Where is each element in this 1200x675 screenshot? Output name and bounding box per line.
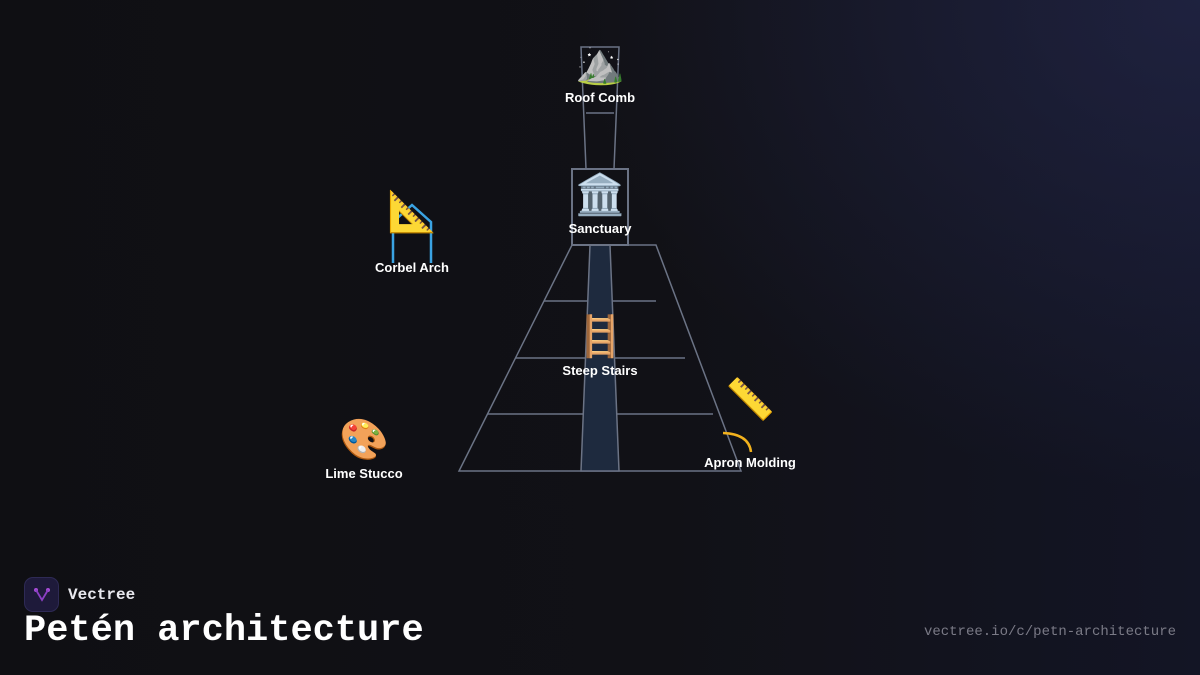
ladder-icon: 🪜 <box>575 315 625 359</box>
node-apron-molding: 📏 Apron Molding <box>704 378 796 470</box>
roof-comb-outline <box>580 46 620 170</box>
node-label: Corbel Arch <box>375 260 449 275</box>
node-lime-stucco: 🎨 Lime Stucco <box>325 418 402 481</box>
node-label: Roof Comb <box>564 90 636 105</box>
artist-palette-icon: 🎨 <box>339 418 389 462</box>
node-label: Apron Molding <box>704 455 796 470</box>
mountain-icon: ⛰️ <box>575 42 625 86</box>
vectree-logo-icon <box>24 577 59 612</box>
corbel-arch-accent <box>391 203 433 263</box>
triangular-ruler-icon: 📐 <box>387 190 437 234</box>
node-label: Steep Stairs <box>562 363 638 378</box>
node-steep-stairs: 🪜 Steep Stairs <box>562 315 637 378</box>
node-label: Sanctuary <box>568 221 632 236</box>
node-corbel-arch: 📐 Corbel Arch <box>375 190 449 275</box>
brand: Vectree <box>24 577 135 612</box>
brand-name: Vectree <box>68 585 136 604</box>
classical-building-icon: 🏛️ <box>575 173 625 217</box>
straight-ruler-icon: 📏 <box>725 378 775 422</box>
source-url[interactable]: vectree.io/c/petn-architecture <box>923 624 1176 640</box>
node-label: Lime Stucco <box>325 466 403 481</box>
node-sanctuary: 🏛️ Sanctuary <box>569 173 632 236</box>
pyramid-outline <box>457 244 743 472</box>
page-title: Petén architecture <box>24 610 424 652</box>
node-roof-comb: ⛰️ Roof Comb <box>565 42 635 105</box>
apron-molding-accent <box>722 431 753 453</box>
